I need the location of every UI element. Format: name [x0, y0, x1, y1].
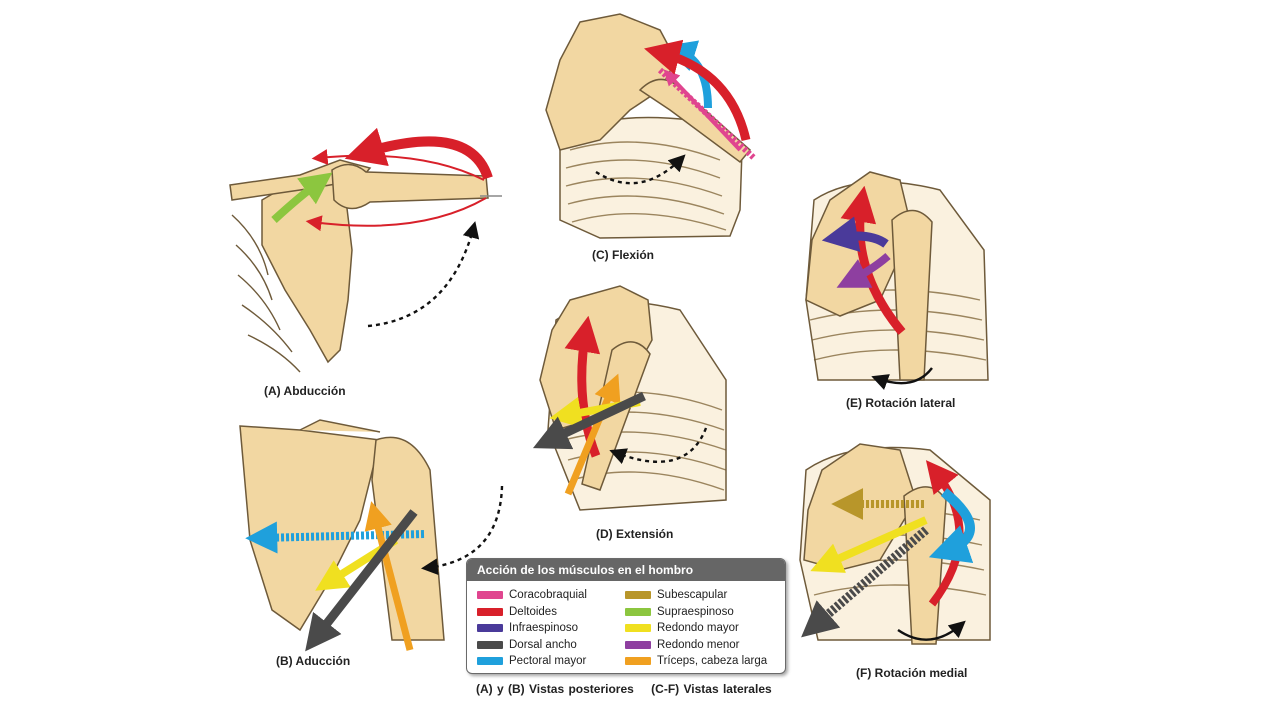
- latissimus-arrow-b: [305, 509, 418, 652]
- legend-label: Infraespinoso: [509, 622, 579, 635]
- rotation-arrow-f: [897, 620, 966, 641]
- dashed-motion-arrow-a: [367, 221, 480, 328]
- legend-item: Redondo mayor: [625, 620, 767, 637]
- caption-lateral-rotation: (E) Rotación lateral: [846, 396, 956, 410]
- caption-flexion: (C) Flexión: [592, 248, 654, 262]
- caption-extension: (D) Extensión: [596, 527, 674, 541]
- legend-label: Tríceps, cabeza larga: [657, 655, 768, 668]
- latissimus-arrow-d: [532, 391, 646, 450]
- panel-b-adduction: [239, 419, 504, 652]
- caption-medial-rotation: (F) Rotación medial: [856, 666, 968, 680]
- caption-abduction: (A) Abducción: [264, 384, 346, 398]
- footnote-lateral: (C-F) Vistas laterales: [651, 682, 772, 696]
- supraspinatus-arrow-a: [271, 172, 333, 223]
- legend-label: Coracobraquial: [509, 589, 587, 602]
- latissimus-arrow-f: [801, 526, 929, 638]
- deltoid-arrow-c: [644, 39, 751, 142]
- legend-swatch: [625, 657, 651, 666]
- legend-swatch: [477, 591, 503, 600]
- panel-a-abduction: [229, 127, 502, 373]
- panel-e-lateral-rotation: [805, 171, 989, 390]
- legend-item: Tríceps, cabeza larga: [625, 653, 767, 670]
- triceps-arrow-d: [564, 373, 621, 496]
- triceps-arrow-b: [364, 501, 414, 651]
- legend-label: Pectoral mayor: [509, 655, 587, 668]
- view-footnote: (A) y (B) Vistas posteriores (C-F) Vista…: [476, 682, 772, 696]
- legend-label: Redondo mayor: [657, 622, 739, 635]
- legend-item: Pectoral mayor: [477, 653, 587, 670]
- legend-item: Infraespinoso: [477, 620, 587, 637]
- legend-label: Redondo menor: [657, 638, 740, 651]
- scapula-c: [545, 13, 677, 151]
- legend-swatch: [625, 624, 651, 633]
- legend-swatch: [477, 657, 503, 666]
- footnote-posterior: (A) y (B) Vistas posteriores: [476, 682, 634, 696]
- panel-d-extension: [532, 285, 727, 511]
- legend-item: Supraespinoso: [625, 604, 767, 621]
- panel-c-flexion: [545, 13, 757, 239]
- legend-item: Coracobraquial: [477, 587, 587, 604]
- teres-major-arrow-f: [810, 516, 928, 573]
- legend-item: Subescapular: [625, 587, 767, 604]
- panel-f-medial-rotation: [799, 443, 991, 645]
- legend-item: Dorsal ancho: [477, 637, 587, 654]
- legend-title: Acción de los músculos en el hombro: [467, 559, 785, 581]
- legend-swatch: [625, 640, 651, 649]
- scapula-b: [239, 425, 381, 632]
- coracobrachialis-arrow-c: [663, 69, 742, 152]
- dashed-motion-arrow-c: [595, 154, 686, 185]
- deltoid-arrow-a: [344, 127, 493, 180]
- legend-label: Subescapular: [657, 589, 728, 602]
- legend-swatch: [477, 624, 503, 633]
- legend-column-right: Subescapular Supraespinoso Redondo mayor…: [625, 587, 767, 670]
- caption-adduction: (B) Aducción: [276, 654, 351, 668]
- legend-swatch: [625, 607, 651, 616]
- legend-item: Deltoides: [477, 604, 587, 621]
- legend-swatch: [477, 607, 503, 616]
- infraspinatus-arrow-e: [821, 216, 889, 252]
- legend-swatch: [625, 591, 651, 600]
- legend-label: Supraespinoso: [657, 605, 734, 618]
- legend-swatch: [477, 640, 503, 649]
- muscle-legend: Acción de los músculos en el hombro Cora…: [466, 558, 786, 674]
- teres-minor-arrow-e: [836, 252, 891, 288]
- legend-label: Dorsal ancho: [509, 638, 577, 651]
- humerus-e: [891, 209, 933, 381]
- legend-column-left: Coracobraquial Deltoides Infraespinoso D…: [477, 587, 587, 670]
- legend-label: Deltoides: [509, 605, 557, 618]
- pectoralis-arrow-f: [928, 488, 975, 564]
- dashed-motion-arrow-d: [609, 427, 708, 465]
- legend-item: Redondo menor: [625, 637, 767, 654]
- humerus-b: [371, 436, 445, 641]
- rotation-arrow-e: [871, 367, 933, 390]
